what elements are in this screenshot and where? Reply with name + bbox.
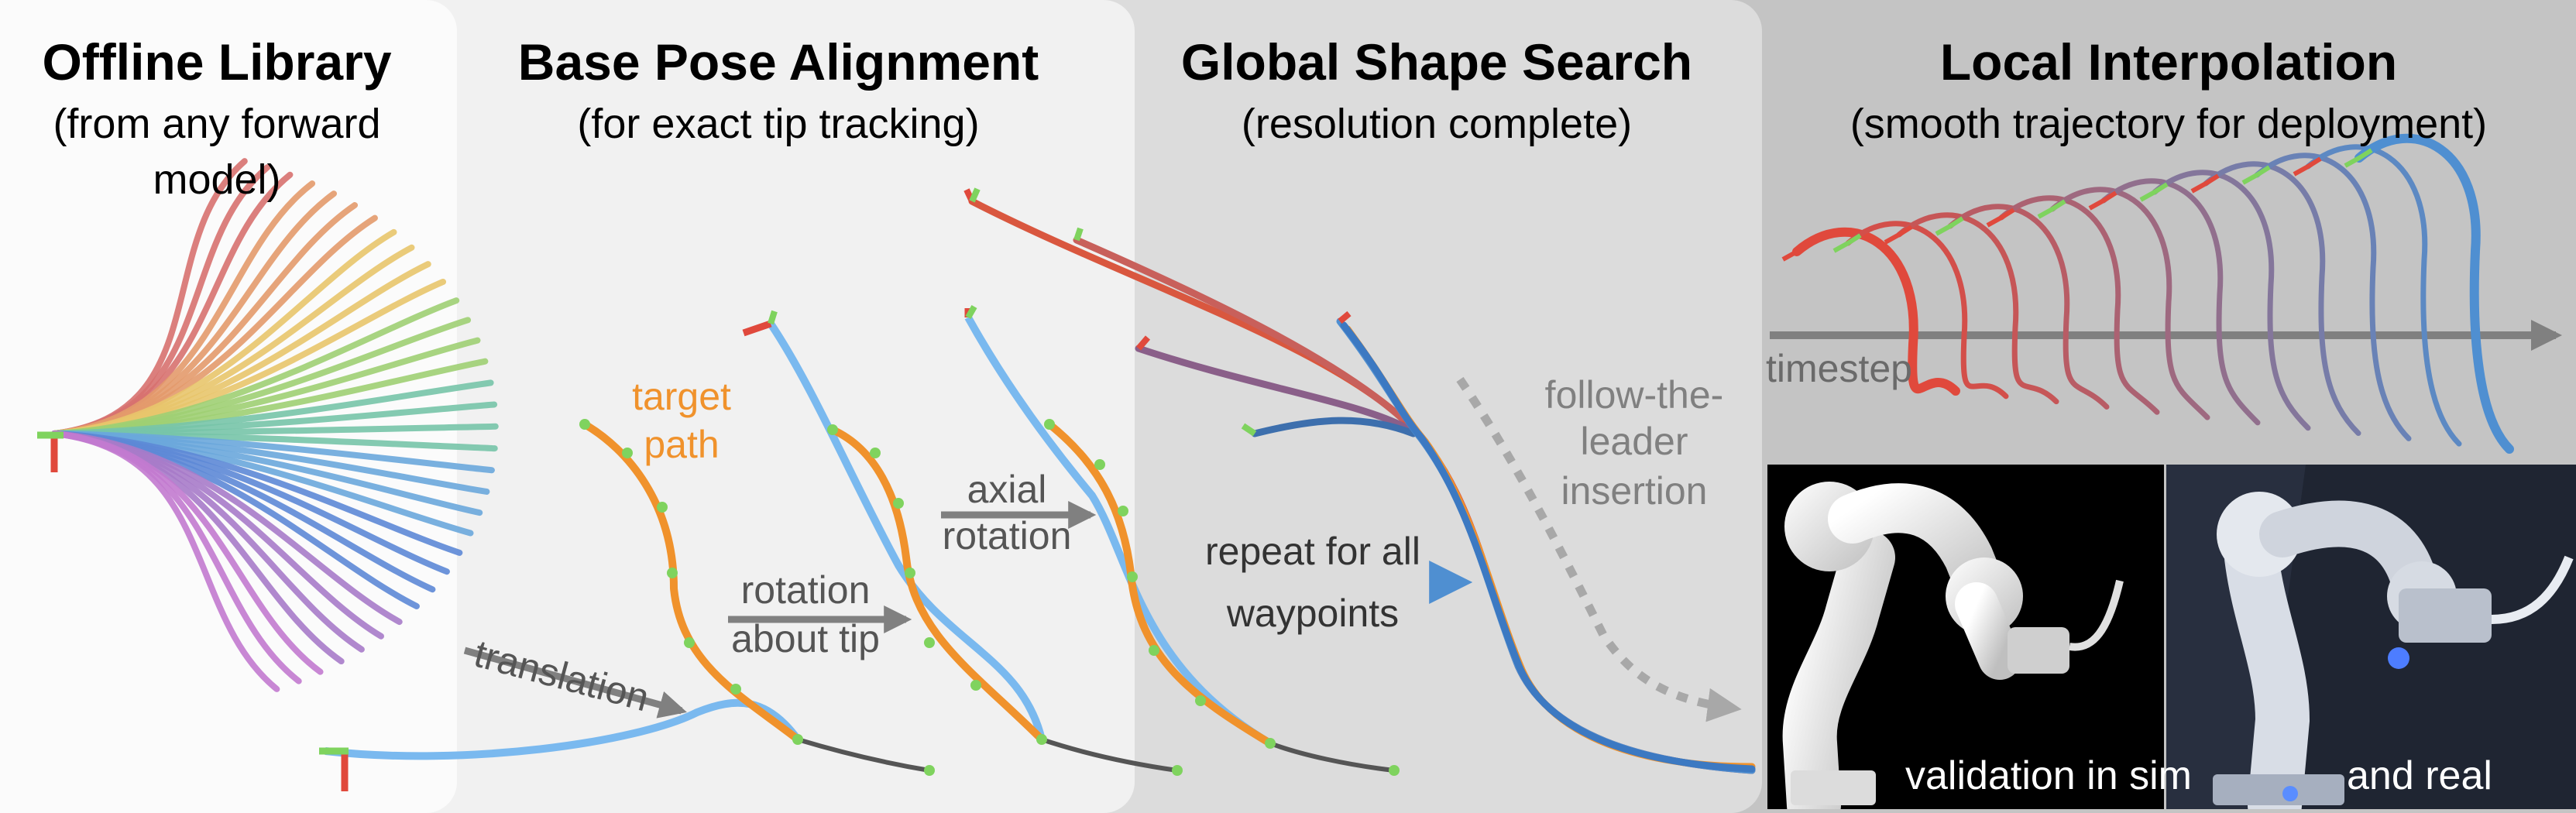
translation-arrow (463, 647, 687, 719)
sim-photo (1767, 465, 2164, 809)
interpolation-curve (2100, 178, 2261, 426)
interpolation-base-marker (1935, 216, 1964, 236)
subtitle-global-shape-search: (resolution complete) (1241, 101, 1633, 147)
search-base-markers (963, 187, 1352, 437)
translated-base-marker (319, 747, 349, 791)
label-rotation-about-tip-2: about tip (731, 617, 880, 660)
interpolation-curve (1792, 227, 1960, 396)
gray-tail-1 (797, 737, 930, 773)
search-candidate-curves (968, 197, 1756, 774)
interpolation-base-marker (2037, 199, 2066, 219)
real-photo (2166, 465, 2576, 809)
rotated-base-marker (742, 310, 778, 337)
gray-tail-3 (1269, 741, 1395, 773)
label-repeat-for-all-2: waypoints (1226, 592, 1400, 635)
subtitle-local-interpolation: (smooth trajectory for deployment) (1850, 101, 2488, 147)
interpolation-curve (2152, 170, 2311, 431)
interpolation-curves (1781, 133, 2514, 454)
interpolation-base-marker (2241, 165, 2271, 185)
translated-robot-curve (325, 698, 802, 760)
title-offline-library: Offline Library (42, 33, 392, 91)
subtitle-base-pose-alignment: (for exact tip tracking) (577, 101, 980, 147)
sim-robot-drawing (1782, 482, 2124, 809)
interpolation-curve (2354, 133, 2514, 454)
caption-and-real: and real (2347, 753, 2492, 798)
gray-tail-2 (1041, 737, 1178, 773)
axial-robot-curve (964, 315, 1273, 747)
interpolation-curve (1998, 195, 2160, 415)
interpolation-base-marker (1781, 242, 1811, 262)
label-rotation-about-tip-1: rotation (740, 568, 871, 612)
title-base-pose-alignment: Base Pose Alignment (517, 33, 1039, 91)
label-axial-rotation-1: axial (967, 468, 1047, 511)
subtitle-offline-library-2: model) (153, 156, 281, 203)
library-curve (51, 431, 280, 692)
interpolation-curve (2305, 144, 2462, 447)
label-follow-the-leader-2: leader (1580, 420, 1688, 463)
rotated-robot-curve (767, 321, 1046, 741)
interpolation-base-marker (1884, 225, 1913, 245)
library-curve-fan (51, 158, 499, 692)
subtitle-offline-library-1: (from any forward (53, 101, 381, 147)
interpolation-base-marker (1832, 233, 1862, 253)
interpolation-base-marker (2293, 156, 2322, 177)
label-target-path-1: target (632, 375, 731, 418)
title-global-shape-search: Global Shape Search (1180, 33, 1693, 91)
title-local-interpolation: Local Interpolation (1939, 33, 2398, 91)
real-robot-drawing (2166, 465, 2576, 809)
label-timestep: timestep (1766, 347, 1912, 390)
label-axial-rotation-2: rotation (942, 514, 1072, 557)
interpolation-curve (1947, 204, 2110, 410)
interpolation-base-marker (2190, 173, 2220, 194)
interpolation-curve (2254, 153, 2412, 441)
interpolation-base-marker (2088, 190, 2117, 211)
caption-validation-in-sim: validation in sim (1905, 753, 2192, 798)
label-follow-the-leader-1: follow-the- (1544, 373, 1724, 417)
interpolation-base-marker (2139, 182, 2169, 202)
waypoint-dots (579, 419, 1400, 776)
label-repeat-for-all-1: repeat for all (1205, 530, 1420, 573)
label-target-path-2: path (644, 423, 720, 466)
label-follow-the-leader-3: insertion (1561, 469, 1708, 513)
interpolation-base-marker (2344, 148, 2373, 168)
interpolation-curve (2049, 187, 2210, 420)
library-base-marker (37, 431, 64, 472)
interpolation-base-marker (1986, 208, 2015, 228)
interpolation-curve (2203, 161, 2361, 437)
interpolation-curve (1845, 221, 2009, 400)
axial-base-marker (964, 305, 977, 319)
rotated-target-curve (830, 426, 1045, 743)
interpolation-curve (1896, 212, 2059, 405)
